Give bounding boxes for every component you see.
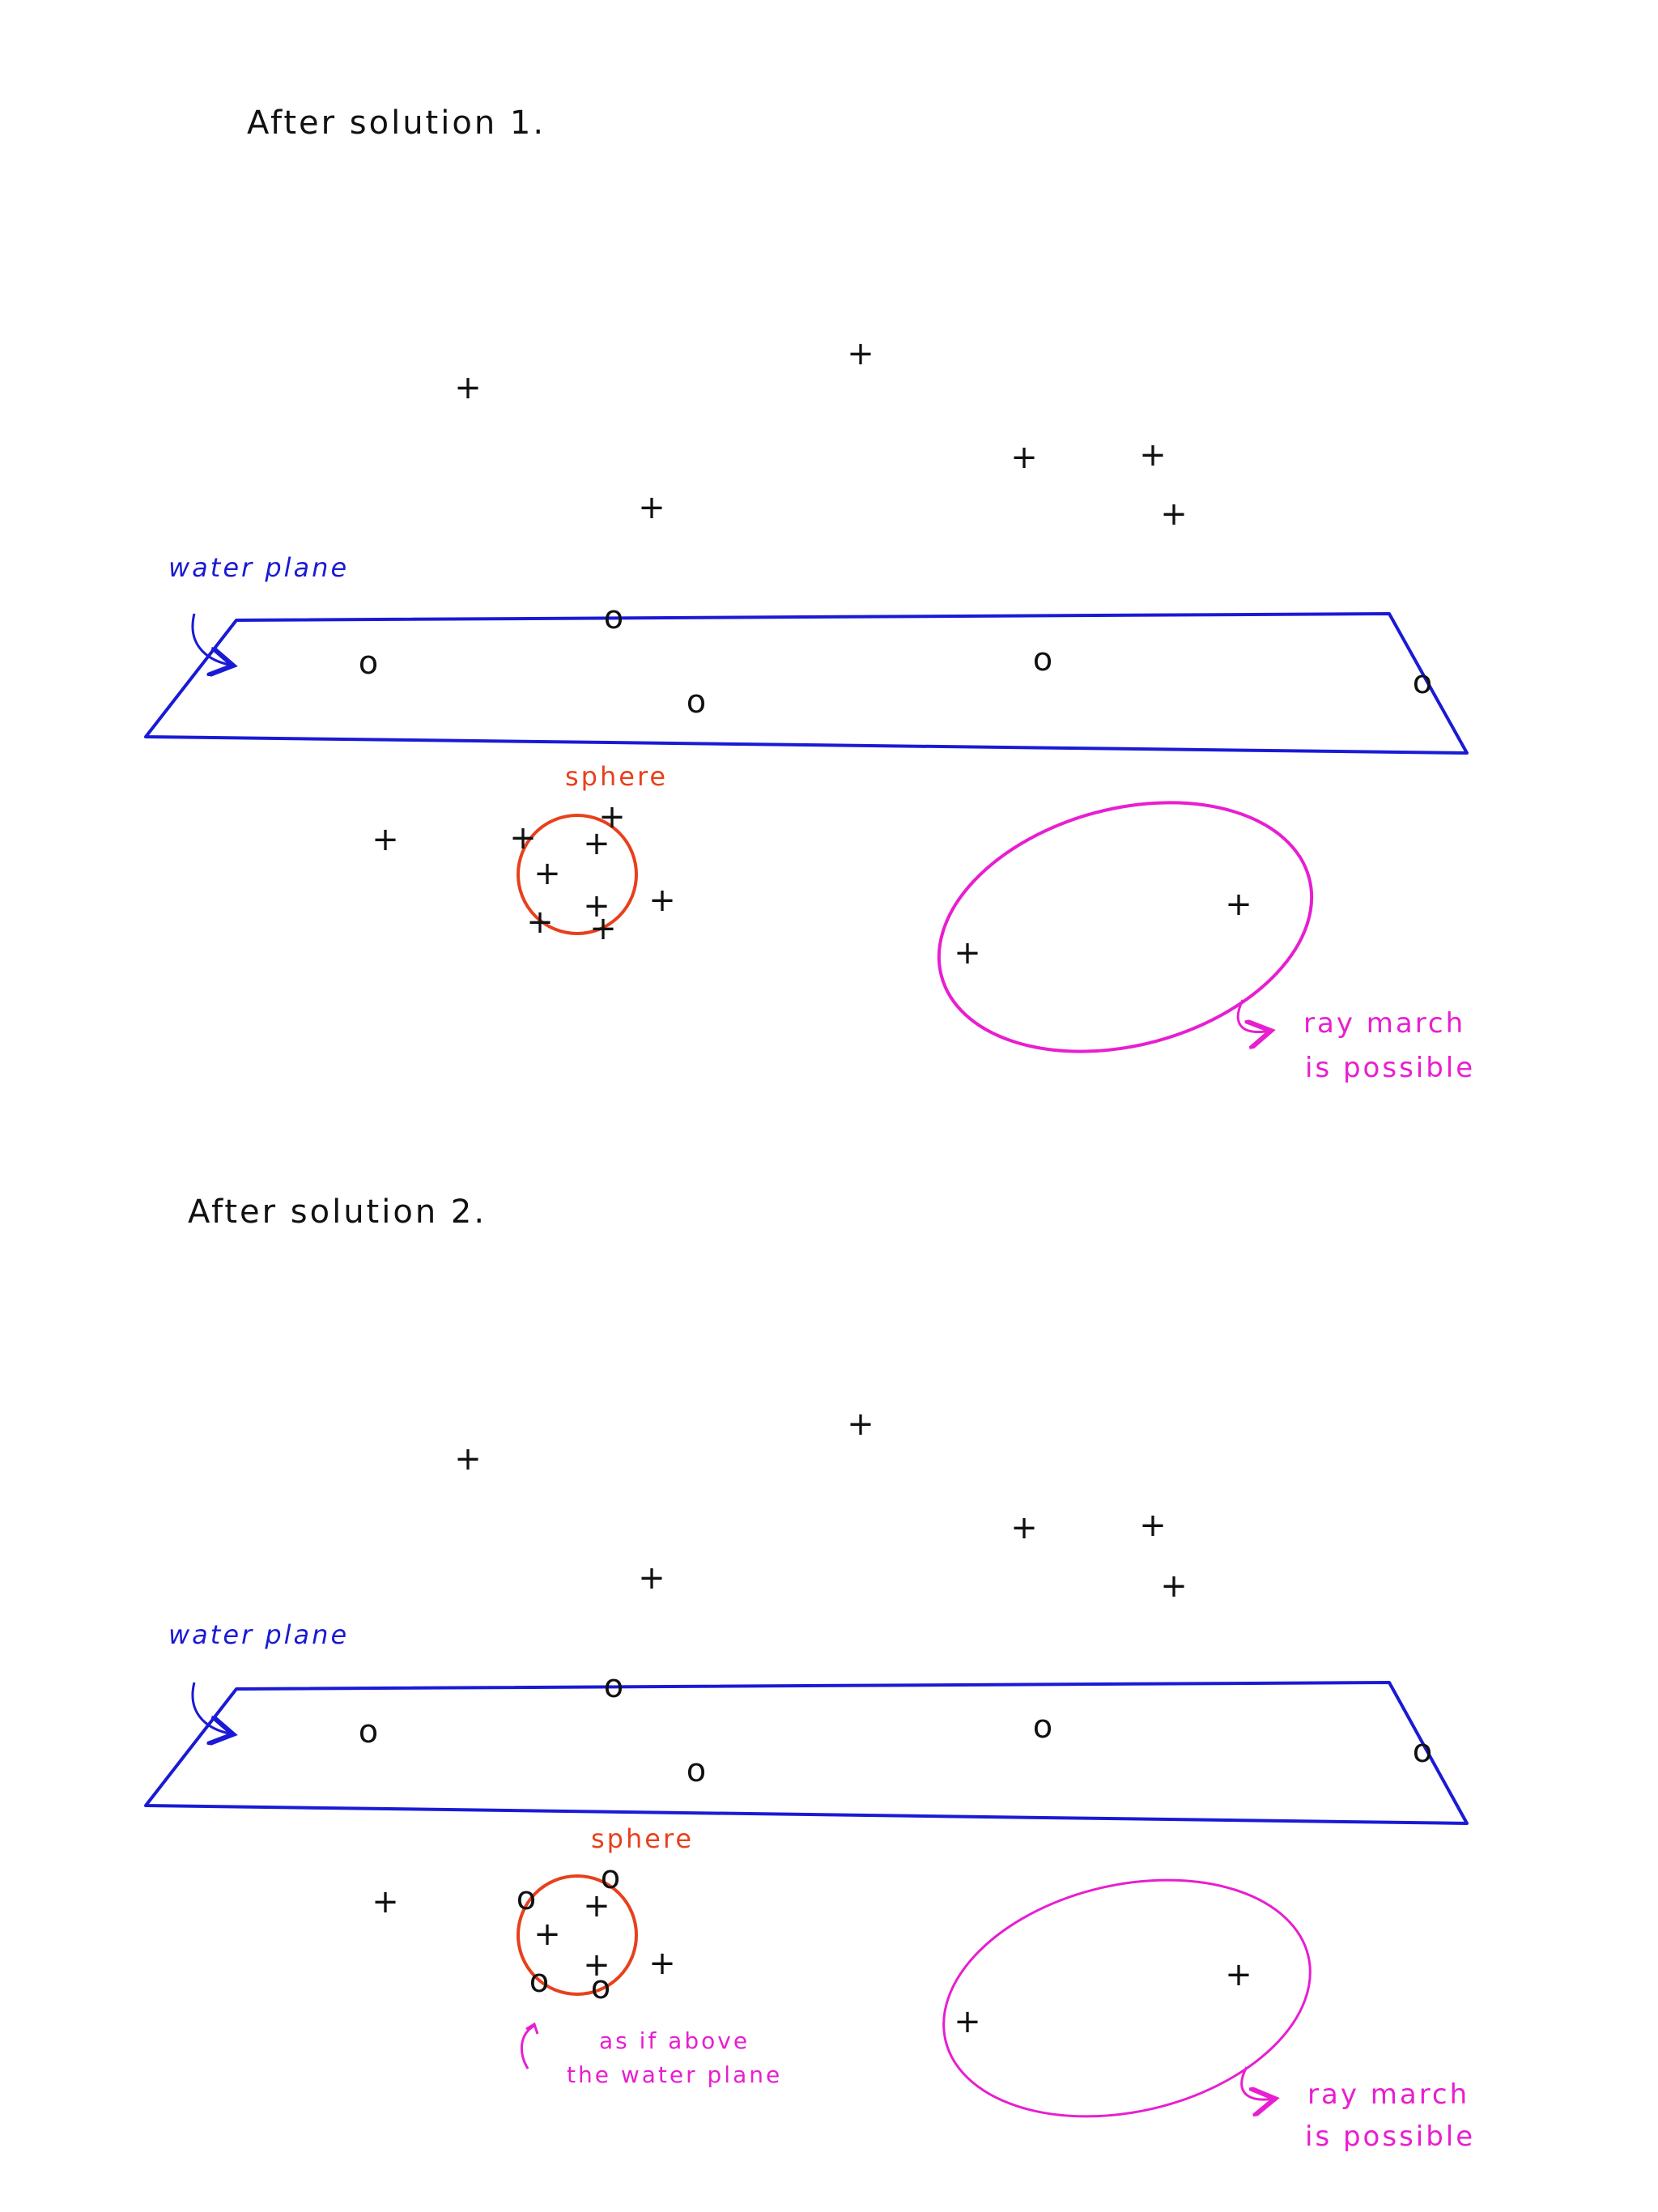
circle-marker: o [359,1713,378,1750]
plus-marker: + [648,882,676,919]
plus-marker: + [638,1559,665,1597]
plus-marker: + [589,910,617,947]
plus-marker: + [1225,1956,1252,1993]
plus-marker: + [1139,436,1167,474]
plus-marker: + [847,335,874,372]
circle-marker: o [687,683,706,721]
points-on-plane: o o o o o [359,599,1432,721]
circle-marker: o [517,1880,536,1917]
plus-marker: + [583,1946,610,1984]
note-pointer-arrow [520,2024,535,2069]
plus-marker: + [534,855,561,892]
circle-marker: o [1033,641,1052,678]
ray-march-region [942,1878,1312,2118]
panel-solution-2: After solution 2. + + + + + + water plan… [144,1193,1475,2153]
note-line1: as if above [599,2027,750,2054]
circle-marker: o [687,1752,706,1789]
water-plane-label: water plane [168,1619,349,1650]
points-above-plane: + + + + + + [454,335,1188,533]
ray-march-region [937,801,1314,1053]
plus-marker: + [454,1440,482,1478]
circle-marker: o [359,644,378,682]
sphere [517,814,638,935]
ray-march-label-line1: ray march [1303,1007,1465,1040]
note-line2: the water plane [567,2061,782,2088]
plus-marker: + [454,369,482,406]
plus-marker: + [1160,496,1188,533]
plus-marker: + [1010,439,1038,476]
panel2-title: After solution 2. [188,1193,487,1231]
circle-marker: o [601,1859,620,1896]
ray-march-label-line2: is possible [1305,1052,1475,1084]
water-plane-pointer-arrow [191,613,233,666]
ray-march-pointer-arrow [1240,2066,1275,2099]
plus-marker: + [372,821,399,858]
circle-marker: o [591,1969,610,2006]
plus-marker: + [583,1887,610,1925]
note-pointer-arrowhead [525,2022,539,2035]
ray-march-label-line1: ray march [1307,2078,1469,2111]
plus-marker: + [509,819,537,857]
points-near-sphere: + + + + + + + + + [372,798,676,947]
plus-marker: + [954,2003,981,2040]
circle-marker: o [529,1963,549,2000]
plus-marker: + [638,489,665,526]
points-near-sphere: + o o + + + + o o [372,1859,676,2006]
plus-marker: + [1160,1568,1188,1605]
plus-marker: + [598,798,626,836]
panel1-title: After solution 1. [247,104,546,142]
plus-marker: + [1010,1509,1038,1546]
circle-marker: o [1413,664,1432,701]
circle-marker: o [604,1668,623,1705]
water-plane-pointer-arrow [191,1682,233,1734]
circle-marker: o [1033,1708,1052,1746]
circle-marker: o [1413,1733,1432,1770]
plus-marker: + [534,1916,561,1953]
plus-marker: + [1139,1507,1167,1544]
plus-marker: + [583,825,610,862]
plus-marker: + [1225,886,1252,923]
sphere-label: sphere [565,761,668,792]
panel-solution-1: After solution 1. + + + + + + water plan… [144,104,1475,1084]
points-on-plane: o o o o o [359,1668,1432,1789]
plus-marker: + [526,904,554,941]
sphere-label: sphere [591,1823,694,1854]
ray-march-label-line2: is possible [1305,2121,1475,2153]
water-plane [144,612,1469,755]
plus-marker: + [954,934,981,972]
plus-marker: + [583,887,610,925]
circle-marker: o [604,599,623,636]
plus-marker: + [648,1945,676,1982]
plus-marker: + [372,1883,399,1921]
ray-march-pointer-arrow [1236,999,1271,1032]
water-plane [144,1681,1469,1825]
plus-marker: + [847,1406,874,1443]
water-plane-label: water plane [168,552,349,583]
points-above-plane: + + + + + + [454,1406,1188,1605]
sphere [517,1874,638,1996]
